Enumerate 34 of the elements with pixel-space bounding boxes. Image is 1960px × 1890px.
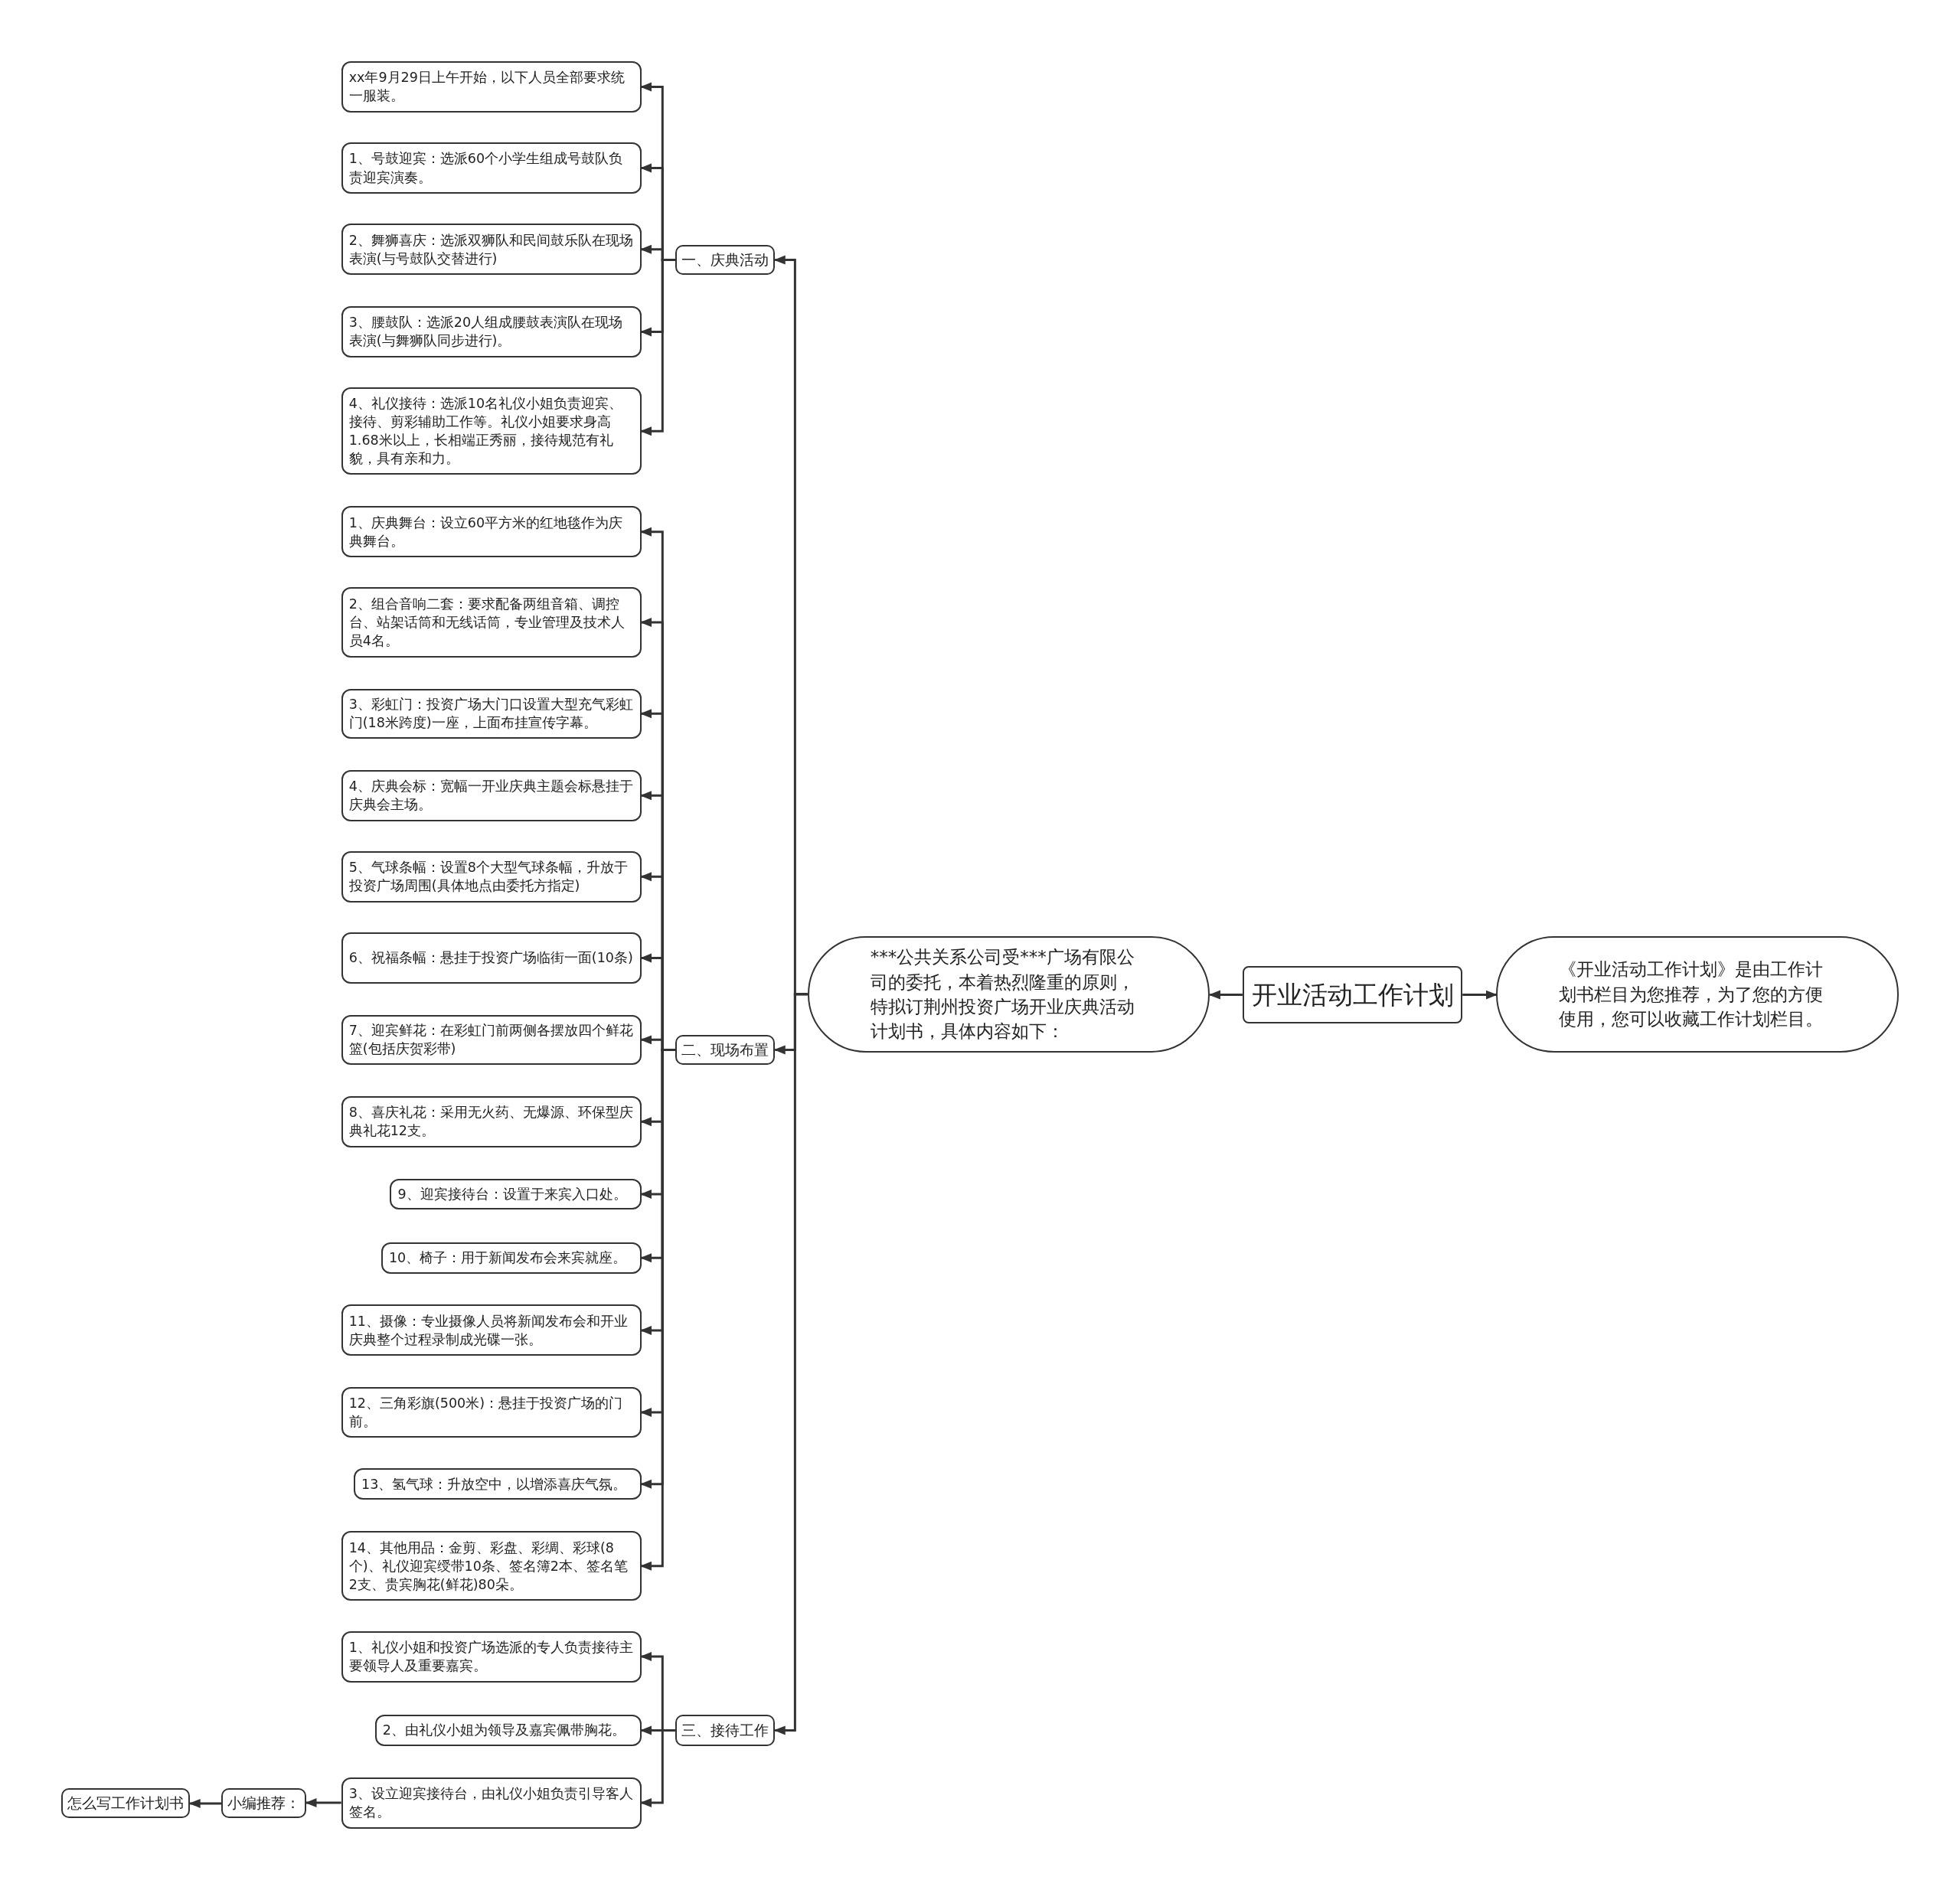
plan-item-box: 1、礼仪小姐和投资广场选派的专人负责接待主要领导人及重要嘉宾。: [341, 1630, 642, 1683]
text-bubble: 《开业活动工作计划》是由工作计划书栏目为您推荐，为了您的方便使用，您可以收藏工作计划栏目。: [1496, 935, 1899, 1053]
text-bubble: ***公共关系公司受***广场有限公司的委托，本着热烈隆重的原则，特拟订荆州投资广场开业庆典活动计划书，具体内容如下：: [807, 935, 1210, 1053]
plan-item-box: 13、氢气球：升放空中，以增添喜庆气氛。: [354, 1468, 642, 1500]
plan-item-box: 1、号鼓迎宾：选派60个小学生组成号鼓队负责迎宾演奏。: [341, 142, 642, 194]
plan-item-box: 4、礼仪接待：选派10名礼仪小姐负责迎宾、接待、剪彩辅助工作等。礼仪小姐要求身高1.68米以上，长相端正秀丽，接待规范有礼貌，具有亲和力。: [341, 387, 642, 475]
plan-item-box: 3、设立迎宾接待台，由礼仪小姐负责引导客人签名。: [341, 1777, 642, 1829]
plan-item-box: 2、组合音响二套：要求配备两组音箱、调控台、站架话筒和无线话筒，专业管理及技术人员4名。: [341, 587, 642, 658]
arrow: [305, 1798, 341, 1808]
topic-box: 二、现场布置: [675, 1034, 776, 1065]
plan-item-box: 10、椅子：用于新闻发布会来宾就座。: [381, 1242, 642, 1274]
arrow: [640, 1728, 675, 1808]
arrow: [640, 259, 675, 436]
plan-item-box: 5、气球条幅：设置8个大型气球条幅，升放于投资广场周围(具体地点由委托方指定): [341, 850, 642, 903]
topic-box: 一、庆典活动: [675, 245, 776, 276]
topic-box: 小编推荐：: [220, 1788, 306, 1819]
topic-box: 怎么写工作计划书: [61, 1788, 191, 1819]
plan-item-box: 1、庆典舞台：设立60平方米的红地毯作为庆典舞台。: [341, 506, 642, 558]
plan-item-box: 11、摄像：专业摄像人员将新闻发布会和开业庆典整个过程录制成光碟一张。: [341, 1304, 642, 1356]
plan-item-box: 2、舞狮喜庆：选派双狮队和民间鼓乐队在现场表演(与号鼓队交替进行): [341, 224, 642, 276]
plan-item-box: 4、庆典会标：宽幅一开业庆典主题会标悬挂于庆典会主场。: [341, 769, 642, 821]
plan-item-box: 14、其他用品：金剪、彩盘、彩绸、彩球(8个)、礼仪迎宾绶带10条、签名簿2本、签名笔2支、贵宾胸花(鲜花)80朵。: [341, 1531, 642, 1601]
topic-box: 三、接待工作: [675, 1715, 776, 1746]
title-box: 开业活动工作计划: [1242, 966, 1463, 1024]
plan-item-box: xx年9月29日上午开始，以下人员全部要求统一服装。: [341, 61, 642, 113]
plan-item-box: 8、喜庆礼花：采用无火药、无爆源、环保型庆典礼花12支。: [341, 1095, 642, 1147]
plan-item-box: 7、迎宾鲜花：在彩虹门前两侧各摆放四个鲜花篮(包括庆贺彩带): [341, 1014, 642, 1065]
plan-item-box: 3、腰鼓队：选派20人组成腰鼓表演队在现场表演(与舞狮队同步进行)。: [341, 306, 642, 357]
plan-item-box: 9、迎宾接待台：设置于来宾入口处。: [390, 1178, 642, 1210]
plan-item-box: 3、彩虹门：投资广场大门口设置大型充气彩虹门(18米跨度)一座，上面布挂宣传字幕。: [341, 688, 642, 739]
plan-item-box: 12、三角彩旗(500米)：悬挂于投资广场的门前。: [341, 1387, 642, 1438]
plan-item-box: 6、祝福条幅：悬挂于投资广场临街一面(10条): [341, 932, 642, 984]
arrow: [1462, 990, 1498, 1000]
plan-item-box: 2、由礼仪小姐为领导及嘉宾佩带胸花。: [374, 1715, 642, 1746]
